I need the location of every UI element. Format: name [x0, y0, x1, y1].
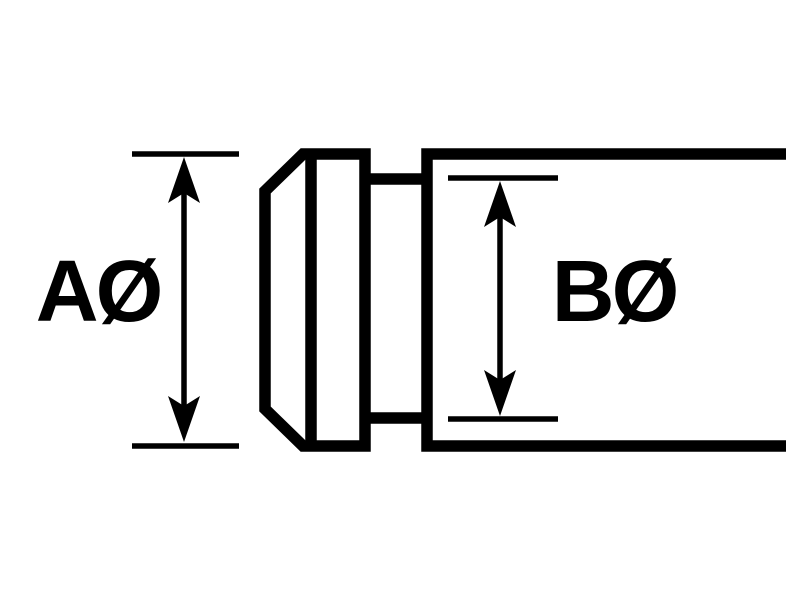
- collar-outline: [259, 148, 371, 452]
- body-outline: [421, 148, 786, 452]
- dimension-a: AØ: [36, 151, 239, 449]
- part-outline: [259, 148, 786, 452]
- dim-a-arrowhead-down-icon: [168, 396, 200, 442]
- dim-b-label: BØ: [552, 243, 677, 340]
- dim-a-arrowhead-up-icon: [168, 157, 200, 203]
- dim-a-label: AØ: [36, 243, 161, 340]
- dim-b-arrowhead-down-icon: [484, 370, 516, 416]
- dimension-b: BØ: [448, 175, 680, 422]
- dim-b-arrowhead-up-icon: [484, 181, 516, 227]
